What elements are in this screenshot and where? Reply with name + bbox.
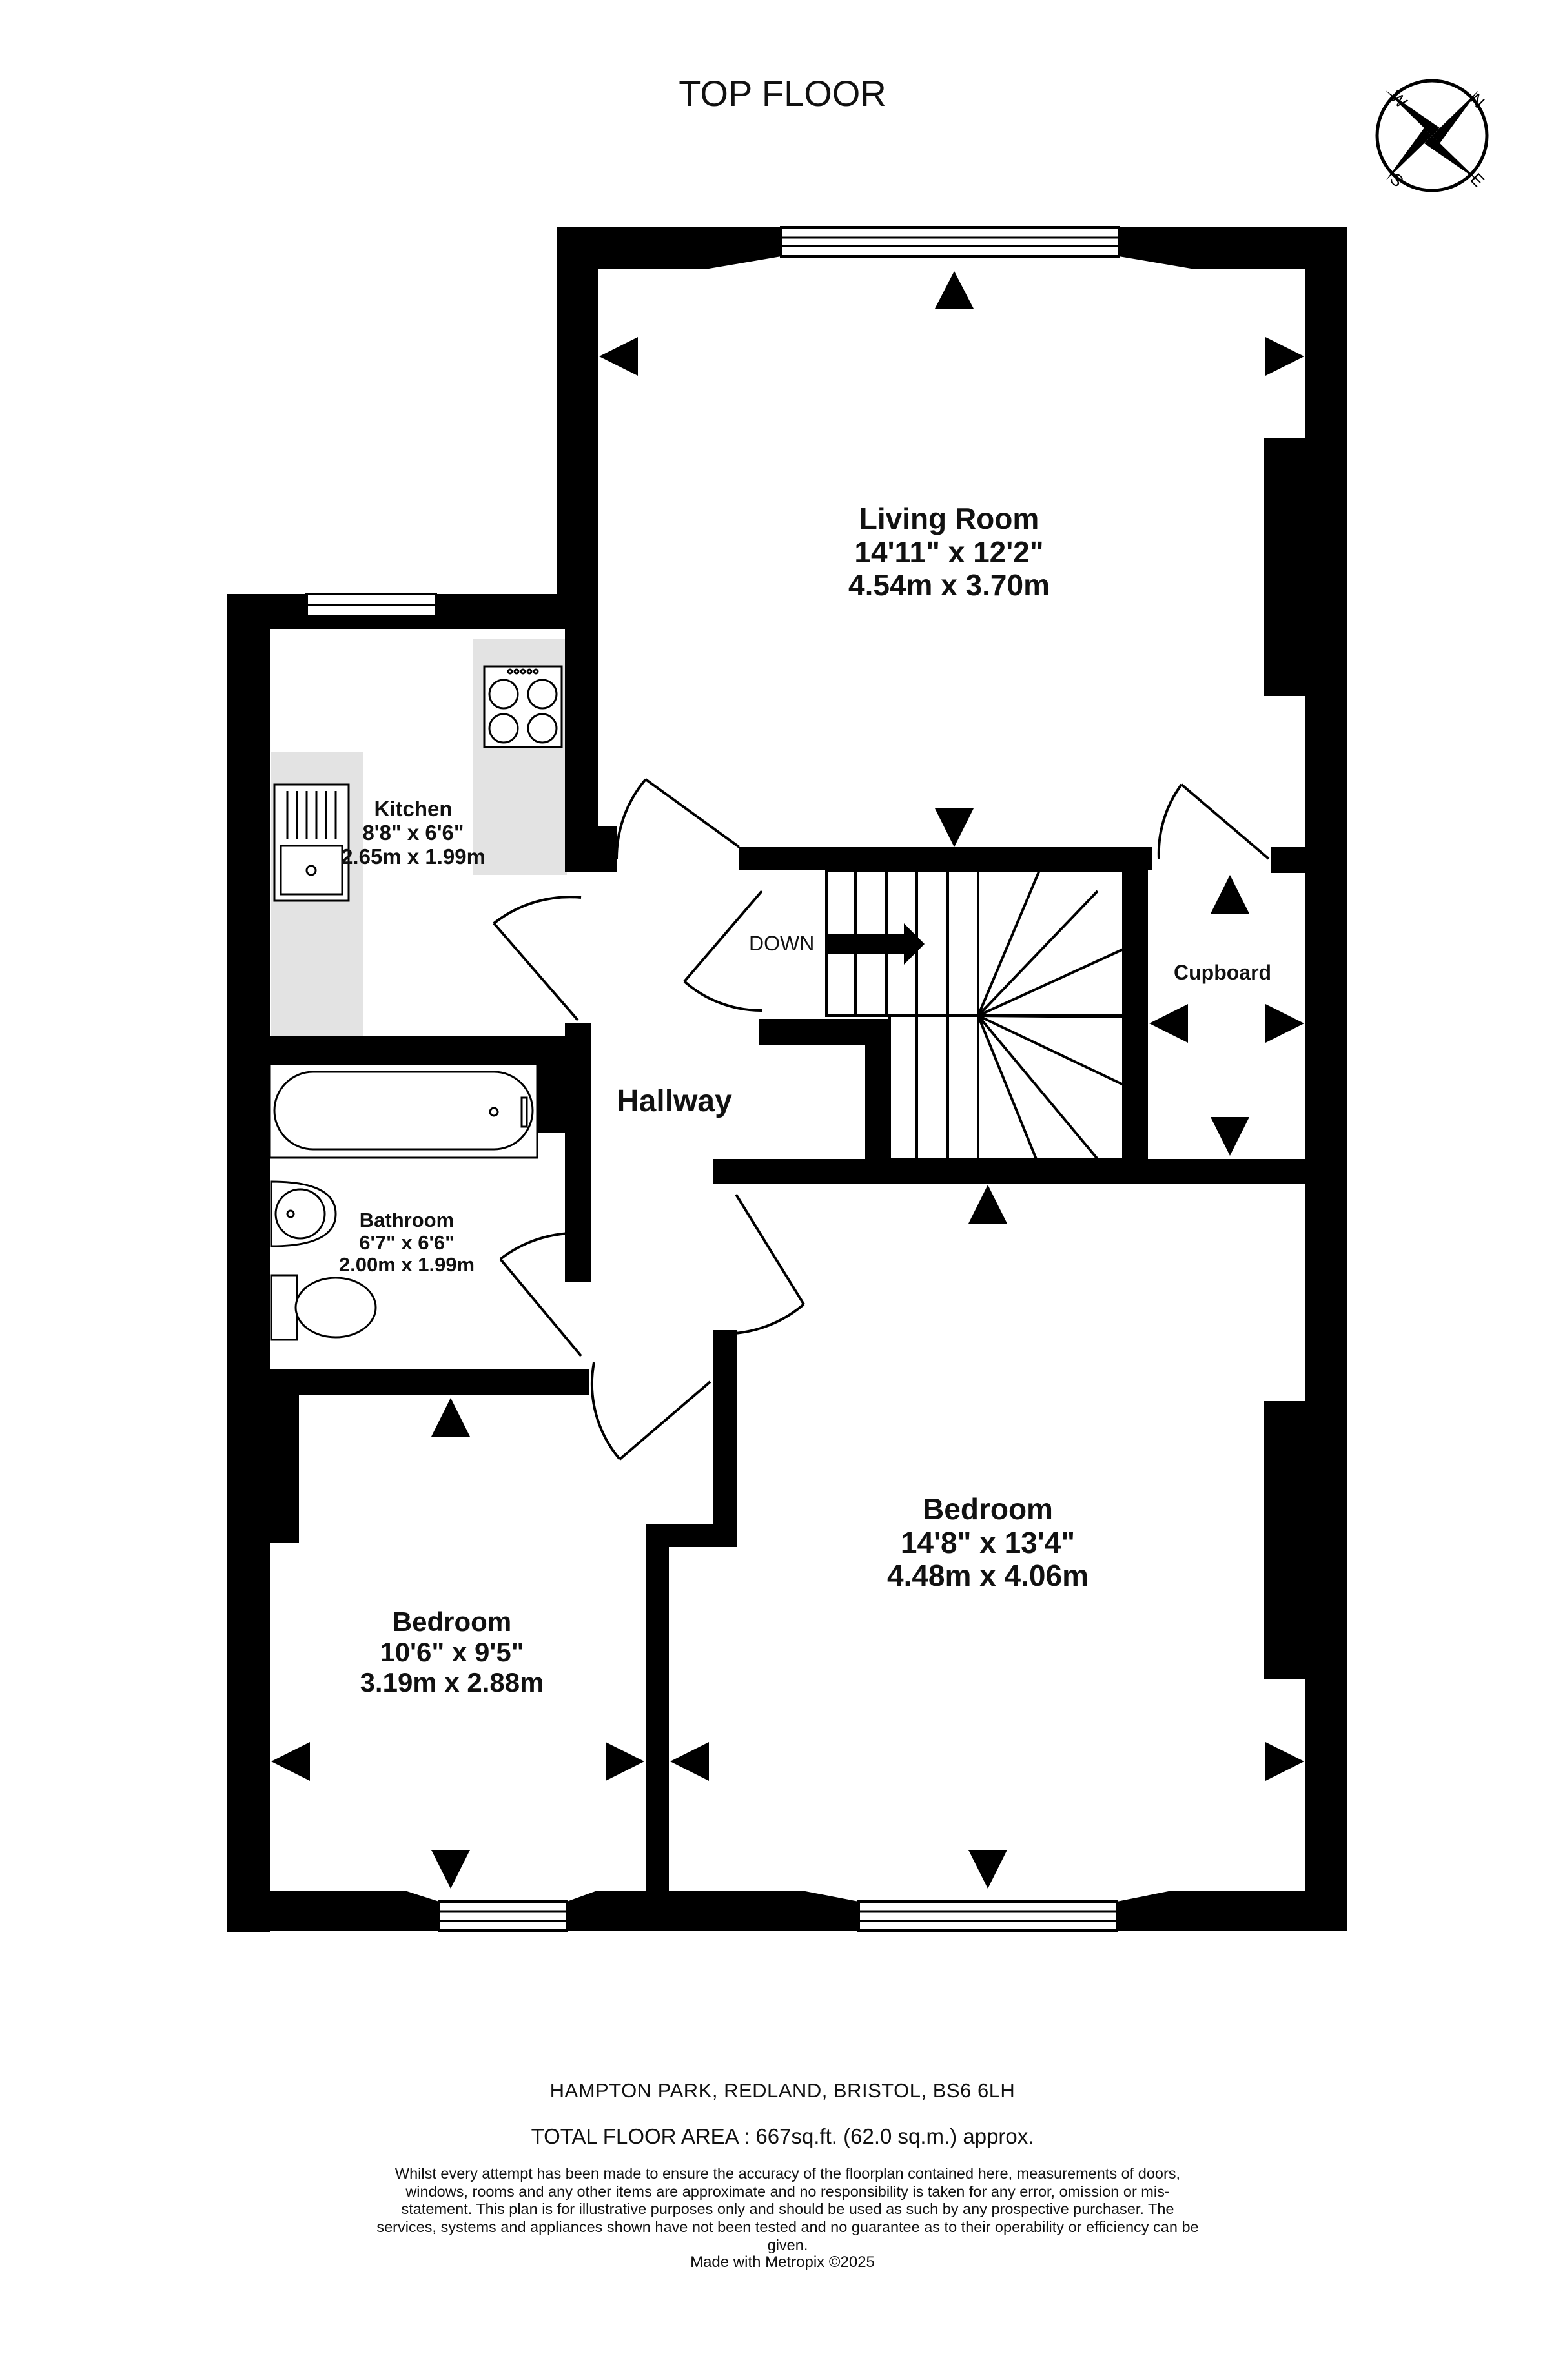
room-dim-metric: 2.00m x 1.99m: [338, 1253, 475, 1277]
credit: Made with Metropix ©2025: [690, 2253, 875, 2271]
bedroom-large-door: [713, 1193, 805, 1335]
room-label-cupboard: Cupboard: [1174, 961, 1272, 984]
disclaimer: Whilst every attempt has been made to en…: [376, 2165, 1199, 2253]
washbasin-icon: [270, 1180, 337, 1247]
room-label-hallway: Hallway: [617, 1084, 732, 1118]
bathroom-door: [499, 1231, 582, 1357]
kitchen-sink-icon: [273, 783, 350, 902]
floor-title: TOP FLOOR: [679, 73, 886, 114]
room-name: Living Room: [859, 502, 1039, 535]
room-dim-imperial: 6'7" x 6'6": [359, 1231, 455, 1254]
room-dim-metric: 4.54m x 3.70m: [848, 568, 1050, 602]
windows: [270, 226, 1191, 1932]
total-floor-area: TOTAL FLOOR AREA : 667sq.ft. (62.0 sq.m.…: [531, 2124, 1034, 2148]
room-name: Bedroom: [923, 1492, 1053, 1526]
stairs-label: DOWN: [749, 932, 815, 955]
bedroom-small-door: [590, 1362, 711, 1461]
bath-icon: [268, 1063, 538, 1159]
room-dim-metric: 3.19m x 2.88m: [360, 1667, 544, 1698]
room-label-kitchen: Kitchen 8'8" x 6'6" 2.65m x 1.99m: [310, 797, 517, 869]
stairs-door: [683, 890, 763, 1012]
measurement-arrows: [271, 271, 1304, 1889]
kitchen-door: [493, 896, 582, 1021]
room-name: Kitchen: [374, 797, 453, 821]
large-bedroom-window: [802, 1891, 1172, 1932]
living-room-door: [615, 778, 741, 859]
room-label-bedroom-large: Bedroom 14'8" x 13'4" 4.48m x 4.06m: [852, 1492, 1123, 1593]
room-name: Bedroom: [392, 1606, 512, 1637]
room-dim-imperial: 10'6" x 9'5": [380, 1637, 524, 1668]
kitchen-window: [270, 593, 471, 629]
room-label-bathroom: Bathroom 6'7" x 6'6" 2.00m x 1.99m: [310, 1209, 504, 1277]
property-address: HAMPTON PARK, REDLAND, BRISTOL, BS6 6LH: [549, 2079, 1016, 2102]
room-dim-metric: 4.48m x 4.06m: [886, 1559, 1089, 1593]
small-bedroom-window: [405, 1891, 597, 1932]
cupboard-door: [1157, 783, 1270, 860]
room-label-living-room: Living Room 14'11" x 12'2" 4.54m x 3.70m: [813, 502, 1085, 602]
room-dim-imperial: 14'11" x 12'2": [854, 535, 1044, 569]
compass-icon: N E S W: [1375, 79, 1489, 192]
room-name: Bathroom: [359, 1209, 455, 1231]
room-dim-imperial: 14'8" x 13'4": [900, 1525, 1076, 1559]
toilet-icon: [270, 1274, 377, 1341]
doors: [493, 778, 1270, 1461]
room-dim-imperial: 8'8" x 6'6": [362, 820, 464, 845]
living-room-window: [709, 226, 1191, 269]
stairs-down-arrow: [826, 923, 925, 965]
room-label-bedroom-small: Bedroom 10'6" x 9'5" 3.19m x 2.88m: [323, 1606, 581, 1698]
room-dim-metric: 2.65m x 1.99m: [341, 844, 486, 868]
kitchen-hob-icon: [483, 665, 563, 748]
